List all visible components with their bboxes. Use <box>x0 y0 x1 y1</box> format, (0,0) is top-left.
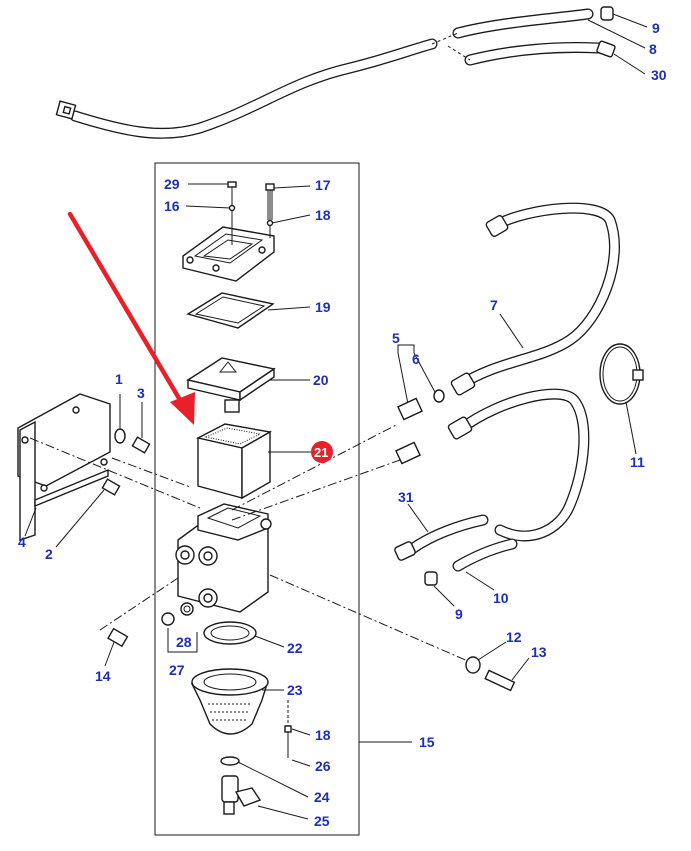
label-6: 6 <box>412 351 420 367</box>
label-31: 31 <box>398 489 414 505</box>
label-12: 12 <box>506 629 522 645</box>
label-15: 15 <box>419 734 435 750</box>
part-14-bolt <box>99 577 179 667</box>
part-22-seal <box>203 621 285 648</box>
label-4: 4 <box>18 534 26 550</box>
part-12-13-nut-bolt <box>269 574 530 692</box>
highlight-badge <box>311 441 333 463</box>
label-9-top: 9 <box>652 20 660 36</box>
label-10: 10 <box>493 590 509 606</box>
top-hose-assembly <box>55 6 648 139</box>
part-10-hose <box>424 538 518 607</box>
part-23-bowl <box>190 668 284 735</box>
part-19-gasket <box>186 292 311 329</box>
part-9-cap-top <box>600 6 614 21</box>
label-8: 8 <box>649 41 657 57</box>
bracket-assembly <box>17 393 201 548</box>
plug-assembly <box>161 602 198 653</box>
part-21-filter-element <box>195 423 312 500</box>
label-16: 16 <box>164 198 180 214</box>
label-28: 28 <box>176 634 192 650</box>
part-31-hose <box>394 503 489 561</box>
part-11-clamp <box>599 343 644 455</box>
label-26: 26 <box>315 758 331 774</box>
part-30-fitting <box>596 40 616 58</box>
top-cover <box>182 181 311 282</box>
label-27: 27 <box>169 662 185 678</box>
label-14: 14 <box>95 668 111 684</box>
label-21: 21 <box>314 445 328 460</box>
label-7: 7 <box>490 297 498 313</box>
second-hose <box>447 388 590 542</box>
part-20-holder <box>186 357 310 413</box>
label-22: 22 <box>287 640 303 656</box>
label-17: 17 <box>315 177 331 193</box>
highlight-arrow <box>67 211 195 425</box>
part-9-cap-lower <box>424 571 438 586</box>
label-25: 25 <box>314 813 330 829</box>
label-5: 5 <box>392 330 400 346</box>
label-2: 2 <box>45 546 53 562</box>
drain-assembly <box>220 700 311 820</box>
label-13: 13 <box>531 644 547 660</box>
label-24: 24 <box>314 789 330 805</box>
part-7-hose <box>450 202 620 396</box>
assembly-frame <box>154 162 360 836</box>
label-9-lower: 9 <box>455 606 463 622</box>
label-18-lower: 18 <box>315 727 331 743</box>
label-30: 30 <box>651 67 667 83</box>
filter-housing <box>175 503 272 613</box>
label-20: 20 <box>313 372 329 388</box>
label-23: 23 <box>287 682 303 698</box>
label-18-top: 18 <box>315 207 331 223</box>
fittings-5-6 <box>231 344 445 521</box>
label-11: 11 <box>630 454 645 470</box>
label-29: 29 <box>164 176 180 192</box>
label-19: 19 <box>315 299 331 315</box>
label-1: 1 <box>115 371 123 387</box>
label-3: 3 <box>137 385 145 401</box>
